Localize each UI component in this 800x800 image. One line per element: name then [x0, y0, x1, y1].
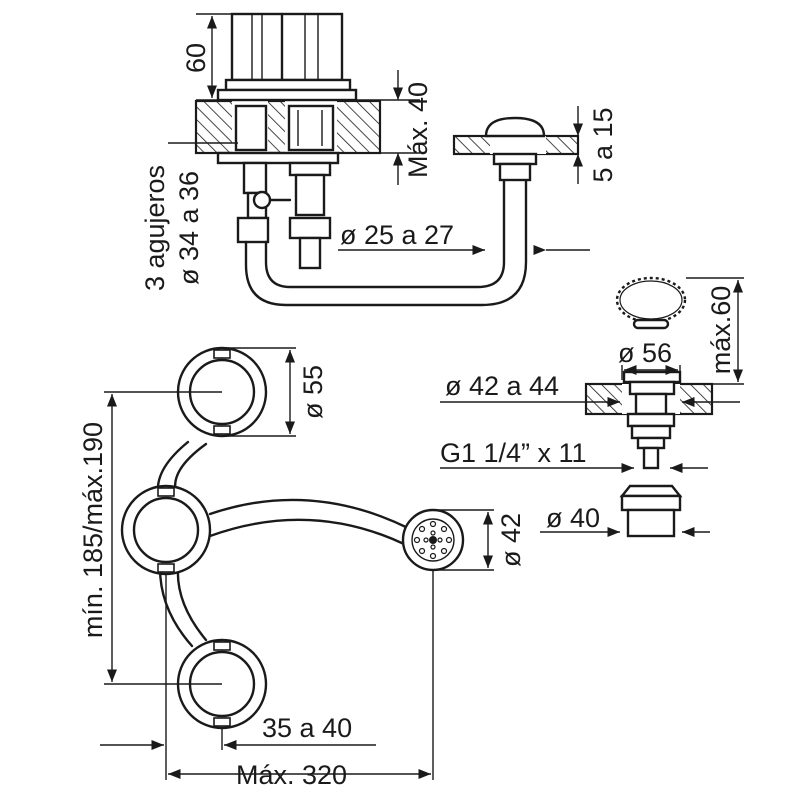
label-max-60: máx.60: [706, 286, 736, 375]
dim-max-40: Máx. 40: [356, 70, 433, 185]
label-holes-count: 3 agujeros: [140, 165, 170, 291]
label-max-width: Máx. 320: [236, 760, 347, 790]
rosette-middle: [120, 484, 212, 576]
dim-rosette-diameter: ø 55: [222, 347, 328, 437]
valve-stems: [216, 104, 340, 270]
label-max-40: Máx. 40: [403, 82, 433, 178]
label-thickness-5a15: 5 a 15: [588, 107, 618, 182]
dim-cap-diameter: ø 56: [618, 338, 681, 380]
dim-offset: 35 a 40: [100, 574, 376, 780]
label-rosette-diameter: ø 55: [298, 365, 328, 419]
dim-thickness-5a15: 5 a 15: [572, 106, 618, 184]
label-height-60: 60: [181, 43, 211, 73]
dim-max-width: Máx. 320: [168, 570, 434, 790]
dim-holes: 3 agujeros ø 34 a 36: [140, 142, 238, 291]
label-drain-diameter: ø 42: [496, 513, 526, 567]
label-spacing: mín. 185/máx.190: [78, 422, 108, 638]
drain-side-section: [452, 116, 580, 182]
label-nut-diameter: ø 40: [546, 503, 600, 533]
label-hole-diameter: ø 34 a 36: [174, 171, 204, 285]
drain-detail-view: máx.60 ø 56 ø 42 a 44 G1 1/4” x 11 ø 40: [440, 276, 744, 538]
dim-height-60: 60: [181, 13, 232, 101]
drain-cap-chain: [615, 276, 687, 330]
side-elevation-view: 60 Máx. 40 5 a 15 3 agujeros ø 34 a 36 ø: [140, 12, 618, 307]
dim-spacing: mín. 185/máx.190: [78, 391, 222, 685]
dim-hole-42a44: ø 42 a 44: [440, 371, 740, 408]
dim-drain-diameter: ø 42: [433, 509, 526, 571]
dim-thread: G1 1/4” x 11: [440, 438, 708, 474]
label-hole-42a44: ø 42 a 44: [445, 371, 559, 401]
valve-handles: [216, 12, 358, 102]
label-cap-diameter: ø 56: [618, 338, 672, 368]
dim-max-60: máx.60: [686, 277, 744, 385]
connecting-hose: [244, 158, 528, 307]
label-spout-diameter: ø 25 a 27: [340, 220, 454, 250]
label-thread: G1 1/4” x 11: [440, 438, 587, 468]
drain-body: [584, 370, 714, 470]
drain-nut: [619, 484, 683, 538]
dim-nut-diameter: ø 40: [540, 503, 710, 538]
drain-plan: [401, 508, 465, 572]
label-offset: 35 a 40: [262, 713, 352, 743]
plan-view: ø 55 mín. 185/máx.190 ø 42 35 a 40: [78, 346, 526, 790]
dim-spout-diameter: ø 25 a 27: [338, 220, 590, 256]
